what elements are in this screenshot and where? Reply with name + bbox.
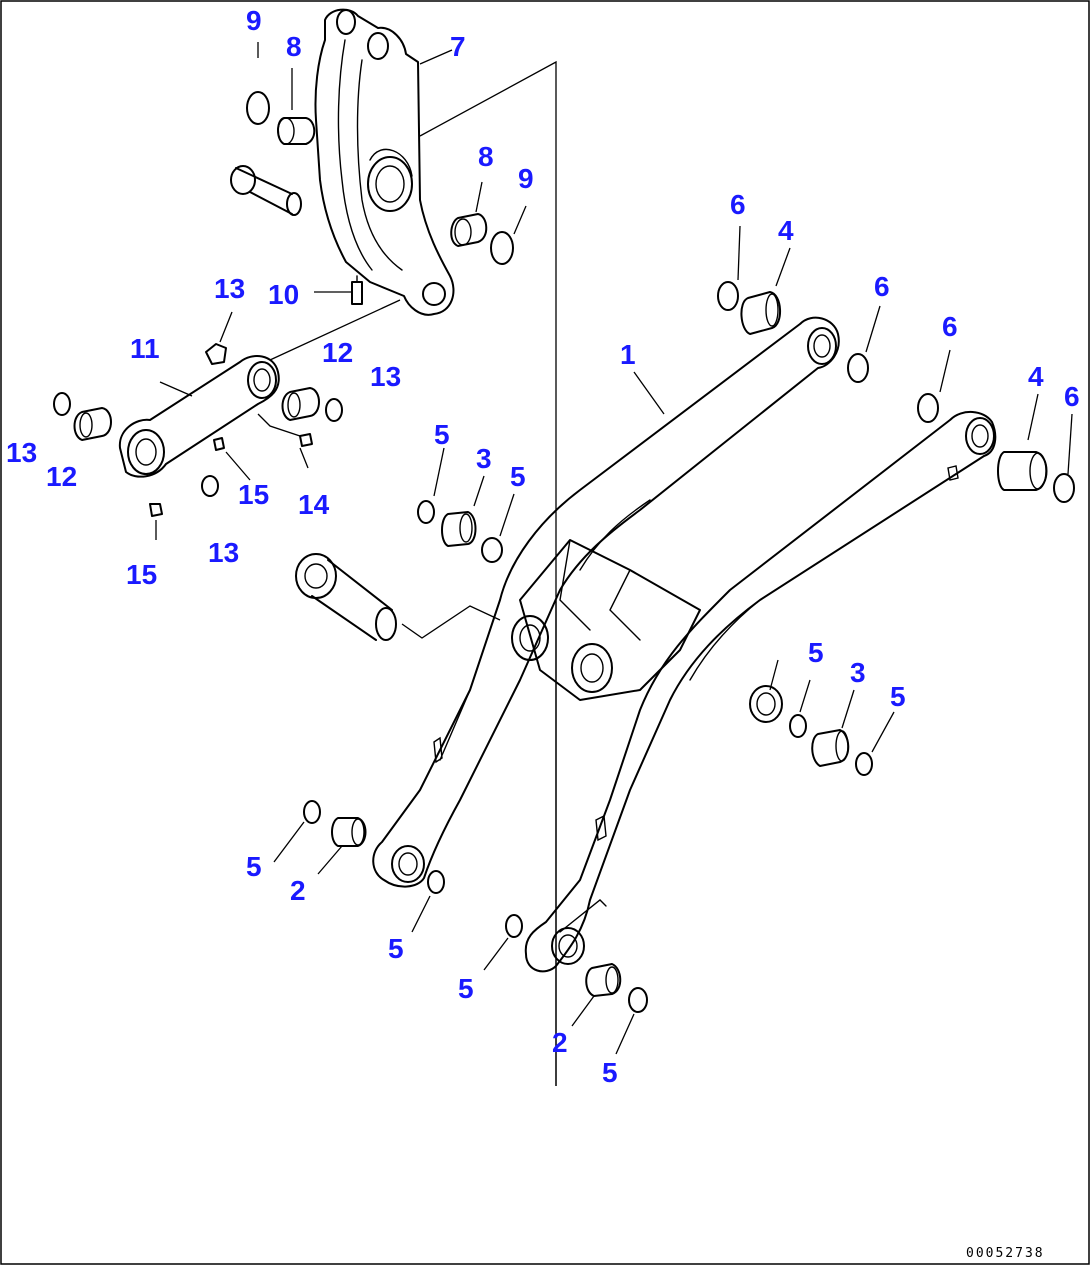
callout-15: 15: [126, 559, 157, 590]
callout-6: 6: [730, 189, 746, 220]
callout-5: 5: [434, 419, 450, 450]
ring-13-bottom: [201, 475, 219, 497]
callout-10: 10: [268, 279, 299, 310]
ring-5-e: [303, 800, 321, 824]
callout-5: 5: [388, 933, 404, 964]
callout-8: 8: [478, 141, 494, 172]
callout-2: 2: [552, 1027, 568, 1058]
bellcrank-pin: [230, 165, 302, 216]
bushing-12-right: [281, 387, 320, 421]
callout-4: 4: [1028, 361, 1044, 392]
bushing-2-a: [331, 817, 367, 847]
ring-13-left: [53, 392, 71, 416]
callout-labels: 9 8 7 8 9 6 4 6 13 10 11 12 13 1 6 4 6 1…: [6, 5, 1080, 1088]
bushing-12-left: [73, 407, 112, 441]
callout-5: 5: [458, 973, 474, 1004]
ring-5-g: [505, 914, 523, 938]
callout-13: 13: [214, 273, 245, 304]
callout-11: 11: [130, 333, 160, 364]
callout-2: 2: [290, 875, 306, 906]
ring-9-upper: [246, 91, 270, 125]
callout-6: 6: [874, 271, 890, 302]
callout-6: 6: [942, 311, 958, 342]
ring-6-d: [1053, 473, 1075, 503]
callout-1: 1: [620, 339, 636, 370]
callout-8: 8: [286, 31, 302, 62]
callout-5: 5: [510, 461, 526, 492]
ring-6-c: [917, 393, 939, 423]
callout-3: 3: [476, 443, 492, 474]
callout-3: 3: [850, 657, 866, 688]
bushing-8-right: [450, 213, 488, 247]
ring-5-f: [427, 870, 445, 894]
bushing-8-upper: [277, 117, 316, 145]
callout-13: 13: [370, 361, 401, 392]
bushing-3-b: [811, 729, 850, 767]
callout-5: 5: [602, 1057, 618, 1088]
ring-5-h: [628, 987, 648, 1013]
callout-12: 12: [46, 461, 77, 492]
callout-13: 13: [6, 437, 37, 468]
callout-4: 4: [778, 215, 794, 246]
ring-9-right: [490, 231, 514, 265]
lift-arm-pin: [295, 553, 397, 641]
bushing-2-b: [585, 963, 622, 997]
diagram-code: 00052738: [966, 1246, 1045, 1261]
bellcrank: [314, 8, 455, 316]
fitting-15-lower: [149, 503, 163, 517]
callout-5: 5: [246, 851, 262, 882]
fitting-15-upper: [213, 437, 225, 451]
callout-7: 7: [450, 31, 466, 62]
callout-12: 12: [322, 337, 353, 368]
callout-9: 9: [518, 163, 534, 194]
ring-5-a: [417, 500, 435, 524]
callout-13: 13: [208, 537, 239, 568]
callout-9: 9: [246, 5, 262, 36]
ring-5-b: [481, 537, 503, 563]
callout-14: 14: [298, 489, 330, 520]
ring-6-b: [847, 353, 869, 383]
link: [118, 355, 280, 478]
callout-6: 6: [1064, 381, 1080, 412]
leader-lines: [155, 42, 1073, 1086]
callout-5: 5: [808, 637, 824, 668]
callout-5: 5: [890, 681, 906, 712]
lift-arm: [372, 316, 997, 973]
bushing-3-a: [441, 511, 477, 547]
bushing-4-b: [997, 451, 1048, 491]
ring-5-d: [855, 752, 873, 776]
ring-13-right: [325, 398, 343, 422]
fitting-14: [299, 433, 313, 447]
grease-fitting: [351, 275, 363, 305]
bushing-4-a: [740, 291, 781, 335]
ring-6-a: [717, 281, 739, 311]
callout-15: 15: [238, 479, 269, 510]
ring-13-top: [205, 343, 227, 365]
ring-5-c: [789, 714, 807, 738]
